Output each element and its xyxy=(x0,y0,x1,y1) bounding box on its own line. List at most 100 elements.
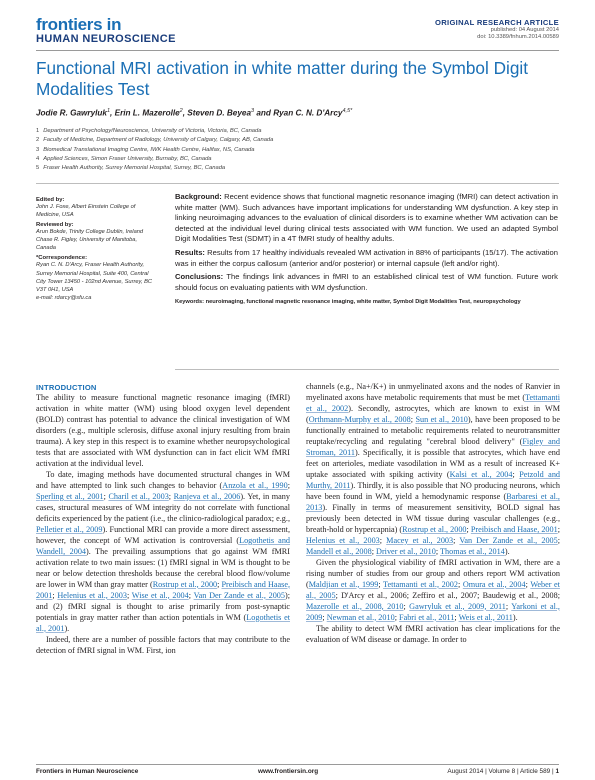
citation-link[interactable]: Preibisch and Haase, 2001 xyxy=(470,524,558,534)
keywords-label: Keywords: xyxy=(175,299,205,306)
abstract-conclusions-label: Conclusions: xyxy=(175,272,224,282)
citation-link[interactable]: Macey et al., 2003 xyxy=(386,535,454,545)
body-paragraph: Indeed, there are a number of possible f… xyxy=(36,634,290,655)
citation-link[interactable]: Logothetis and Wandell, 2004 xyxy=(36,535,291,556)
abstract-background-label: Background: xyxy=(175,192,222,201)
author-affiliation-number: 4,5* xyxy=(342,108,353,114)
section-heading-introduction: INTRODUCTION xyxy=(36,383,97,392)
citation-link[interactable]: Orthmann-Murphy et al., 2008 xyxy=(308,414,411,424)
citation-link[interactable]: Tettamanti et al., 2002 xyxy=(383,579,458,589)
journal-logo: frontiers in HUMAN NEUROSCIENCE xyxy=(36,16,176,45)
edited-by: John J. Foxe, Albert Einstein College of… xyxy=(36,204,136,219)
article-title: Functional MRI activation in white matte… xyxy=(36,58,528,99)
citation-link[interactable]: Omura et al., 2004 xyxy=(462,579,526,589)
citation-link[interactable]: Barbaresi et al., 2013 xyxy=(306,491,560,512)
affiliation-text: Faculty of Medicine, Department of Radio… xyxy=(43,137,274,144)
journal-logo-line2: HUMAN NEUROSCIENCE xyxy=(36,33,176,45)
citation-link[interactable]: Weber et al., 2005 xyxy=(306,579,560,600)
citation-link[interactable]: Helenius et al., 2003 xyxy=(57,590,127,600)
affiliation-number: 1 xyxy=(36,128,40,134)
author-name[interactable]: Ryan C. N. D'Arcy xyxy=(273,108,343,118)
keywords-text: neuroimaging, functional magnetic resona… xyxy=(205,299,521,306)
citation-link[interactable]: Newman et al., 2010 xyxy=(326,612,395,622)
header-divider xyxy=(36,50,559,51)
citation-link[interactable]: Maldjian et al., 1999 xyxy=(308,579,379,589)
citation-link[interactable]: Thomas et al., 2014 xyxy=(440,546,505,556)
body-paragraph: The ability to measure functional magnet… xyxy=(36,393,290,468)
citation-link[interactable]: Fabri et al., 2011 xyxy=(399,612,455,622)
citation-link[interactable]: Rostrup et al., 2000 xyxy=(152,579,218,589)
citation-link[interactable]: Charil et al., 2003 xyxy=(108,491,169,501)
body-paragraph: The ability to detect WM fMRI activation… xyxy=(306,623,560,644)
abstract-background-text: Recent evidence shows that functional ma… xyxy=(175,192,558,244)
correspondence-email[interactable]: e-mail: rdarcy@sfu.ca xyxy=(36,294,92,301)
author-affiliation-number: 2 xyxy=(179,108,183,114)
affiliation-number: 3 xyxy=(36,146,40,153)
citation-link[interactable]: Gawryluk et al., 2009, 2011 xyxy=(409,601,506,611)
citation-link[interactable]: Driver et al., 2010 xyxy=(376,546,436,556)
abstract-results-text: Results from 17 healthy individuals reve… xyxy=(175,247,558,268)
affiliation-text: Biomedical Translational Imaging Centre,… xyxy=(43,146,255,153)
citation-link[interactable]: Tettamanti et al., 2002 xyxy=(306,392,560,413)
author-affiliation-number: 3 xyxy=(251,108,255,114)
citation-link[interactable]: Sun et al., 2010 xyxy=(415,414,468,424)
citation-link[interactable]: Anzola et al., 1990 xyxy=(222,480,288,490)
abstract: Background: Recent evidence shows that f… xyxy=(175,192,558,307)
citation-link[interactable]: Kalsi et al., 2004 xyxy=(449,469,513,479)
body-paragraph: channels (e.g., Na+/K+) in unmyelinated … xyxy=(306,382,561,556)
affiliation-number: 4 xyxy=(36,155,40,162)
page-number: 1 xyxy=(555,768,559,775)
reviewer: Arun Bokde, Trinity College Dublin, Irel… xyxy=(36,229,144,236)
author-list: Jodie R. Gawryluk1, Erin L. Mazerolle2, … xyxy=(36,108,353,118)
citation-link[interactable]: Preibisch and Haase, 2001 xyxy=(36,579,290,600)
footer-divider xyxy=(36,764,559,765)
citation-link[interactable]: Ranjeva et al., 2006 xyxy=(173,491,241,501)
affiliation-text: Fraser Health Authority, Surrey Memorial… xyxy=(43,165,226,172)
body-column-right: channels (e.g., Na+/K+) in unmyelinated … xyxy=(306,382,560,646)
citation-link[interactable]: Yarkoni et al., 2009 xyxy=(306,601,560,622)
citation-link[interactable]: Mazerolle et al., 2008, 2010 xyxy=(306,601,404,611)
citation-link[interactable]: Rostrup et al., 2000 xyxy=(402,524,467,534)
correspondence-label: *Correspondence: xyxy=(36,255,88,262)
footer-journal-name: Frontiers in Human Neuroscience xyxy=(36,768,139,775)
affiliation-number: 5 xyxy=(36,165,40,172)
published-date: published: 04 August 2014 xyxy=(490,27,559,34)
citation-link[interactable]: Helenius et al., 2003 xyxy=(306,535,380,545)
affiliation-text: Department of Psychology/Neuroscience, U… xyxy=(43,128,262,134)
abstract-conclusions: Conclusions: The findings link advances … xyxy=(175,272,558,293)
author-name[interactable]: Jodie R. Gawryluk xyxy=(36,108,107,118)
reviewer: Chase R. Figley, University of Manitoba,… xyxy=(36,237,138,252)
footer-info: August 2014 | Volume 8 | Article 589 | 1 xyxy=(447,768,559,775)
citation-link[interactable]: Weis et al., 2011 xyxy=(458,612,513,622)
abstract-conclusions-text: The findings link advances in fMRI to an… xyxy=(175,272,558,292)
author-name[interactable]: Erin L. Mazerolle xyxy=(114,108,180,118)
citation-link[interactable]: Pelletier et al., 2009 xyxy=(36,524,103,534)
citation-link[interactable]: Wise et al., 2004 xyxy=(131,590,189,600)
citation-link[interactable]: Mandell et al., 2008 xyxy=(306,546,372,556)
body-paragraph: Given the physiological viability of fMR… xyxy=(306,557,560,622)
left-paragraphs: The ability to measure functional magnet… xyxy=(36,393,290,657)
citation-link[interactable]: Figley and Stroman, 2011 xyxy=(306,436,560,457)
abstract-divider xyxy=(175,369,559,370)
editor-info: Edited by: John J. Foxe, Albert Einstein… xyxy=(36,194,154,302)
citation-link[interactable]: Sperling et al., 2001 xyxy=(36,491,104,501)
body-column-left: INTRODUCTION The ability to measure func… xyxy=(36,382,290,657)
citation-link[interactable]: Van Der Zande et al., 2005 xyxy=(193,590,285,600)
footer-url[interactable]: www.frontiersin.org xyxy=(258,768,319,775)
citation-link[interactable]: Petzold and Murthy, 2011 xyxy=(306,469,561,490)
citation-link[interactable]: Logothetis et al., 2001 xyxy=(36,612,290,633)
affiliation-number: 2 xyxy=(36,137,40,144)
abstract-background: Background: Recent evidence shows that f… xyxy=(175,192,558,245)
article-meta: ORIGINAL RESEARCH ARTICLE published: 04 … xyxy=(435,18,559,40)
citation-link[interactable]: Van Der Zande et al., 2005 xyxy=(459,535,558,545)
reviewed-by-label: Reviewed by: xyxy=(36,222,74,229)
correspondence-address: Ryan C. N. D'Arcy, Fraser Health Authori… xyxy=(36,262,153,293)
abstract-results-label: Results: xyxy=(175,247,205,257)
doi[interactable]: doi: 10.3389/fnhum.2014.00589 xyxy=(477,33,559,40)
author-name[interactable]: Steven D. Beyea xyxy=(187,108,252,118)
